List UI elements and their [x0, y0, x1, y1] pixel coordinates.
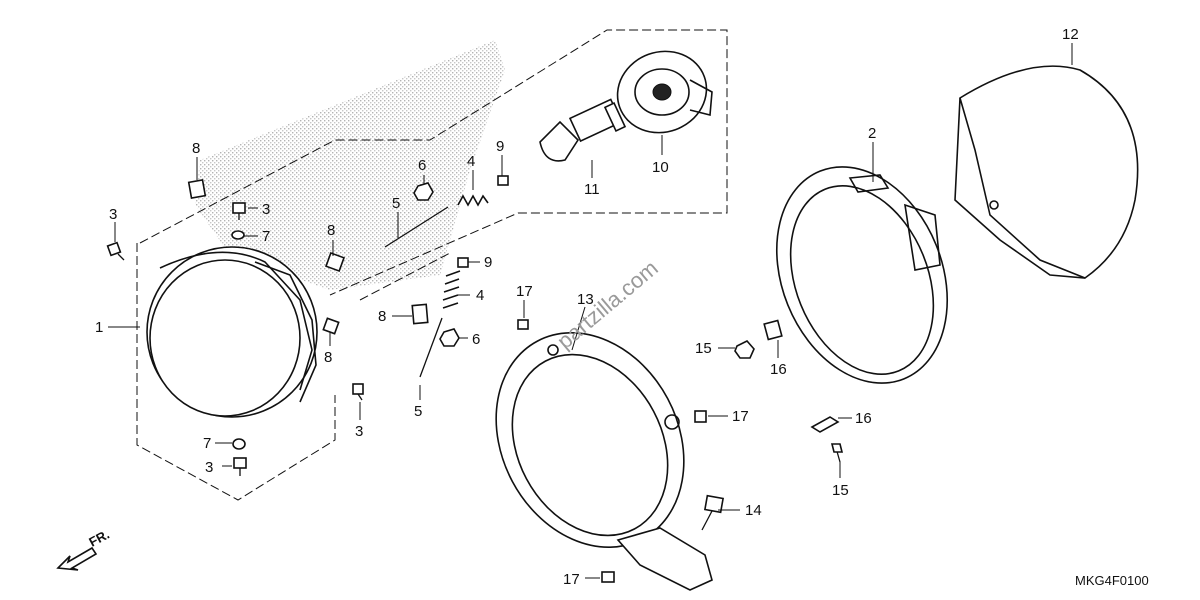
- group-outline-adjuster: [359, 252, 451, 301]
- callout-15[interactable]: 15: [832, 482, 849, 499]
- callout-10[interactable]: 10: [652, 159, 669, 176]
- callout-14[interactable]: 14: [745, 502, 762, 519]
- callout-17[interactable]: 17: [516, 283, 533, 300]
- case-ring: [495, 332, 713, 591]
- callout-16[interactable]: 16: [855, 410, 872, 427]
- direction-label: FR.: [86, 527, 112, 550]
- callout-17[interactable]: 17: [563, 571, 580, 588]
- callout-3[interactable]: 3: [262, 201, 270, 218]
- front-direction-arrow: FR.: [56, 527, 112, 571]
- stipple-background: [195, 40, 505, 290]
- callout-16[interactable]: 16: [770, 361, 787, 378]
- callout-8[interactable]: 8: [327, 222, 335, 239]
- callout-6[interactable]: 6: [418, 157, 426, 174]
- callout-2[interactable]: 2: [868, 125, 876, 142]
- callout-5[interactable]: 5: [414, 403, 422, 420]
- socket-cover: [616, 50, 713, 134]
- callout-4[interactable]: 4: [467, 153, 475, 170]
- callouts: 1 2 3 3 3 3 4 4 5 5 6 6 7 7 8 8 8 8 9 9 …: [95, 26, 1079, 588]
- leader-lines: [108, 43, 1073, 579]
- callout-3[interactable]: 3: [109, 206, 117, 223]
- mounting-ring: [775, 166, 949, 384]
- bulb: [539, 98, 627, 162]
- callout-17[interactable]: 17: [732, 408, 749, 425]
- group-outline-lamp-lower: [136, 243, 336, 501]
- callout-8[interactable]: 8: [378, 308, 386, 325]
- group-outline-lamp: [139, 29, 728, 296]
- callout-11[interactable]: 11: [584, 181, 600, 198]
- callout-7[interactable]: 7: [262, 228, 270, 245]
- callout-9[interactable]: 9: [484, 254, 492, 271]
- callout-6[interactable]: 6: [472, 331, 480, 348]
- callout-8[interactable]: 8: [324, 349, 332, 366]
- callout-12[interactable]: 12: [1062, 26, 1079, 43]
- watermark: partzilla.com: [552, 255, 663, 354]
- callout-13[interactable]: 13: [577, 291, 594, 308]
- outer-shell: [954, 65, 1139, 279]
- headlight-unit: [146, 246, 318, 418]
- callout-5[interactable]: 5: [392, 195, 400, 212]
- callout-8[interactable]: 8: [192, 140, 200, 157]
- diagram-code: MKG4F0100: [1075, 573, 1149, 588]
- callout-4[interactable]: 4: [476, 287, 484, 304]
- callout-9[interactable]: 9: [496, 138, 504, 155]
- callout-1[interactable]: 1: [95, 319, 103, 336]
- callout-15[interactable]: 15: [695, 340, 712, 357]
- callout-7[interactable]: 7: [203, 435, 211, 452]
- small-hardware: [106, 175, 844, 583]
- callout-3[interactable]: 3: [355, 423, 363, 440]
- callout-3[interactable]: 3: [205, 459, 213, 476]
